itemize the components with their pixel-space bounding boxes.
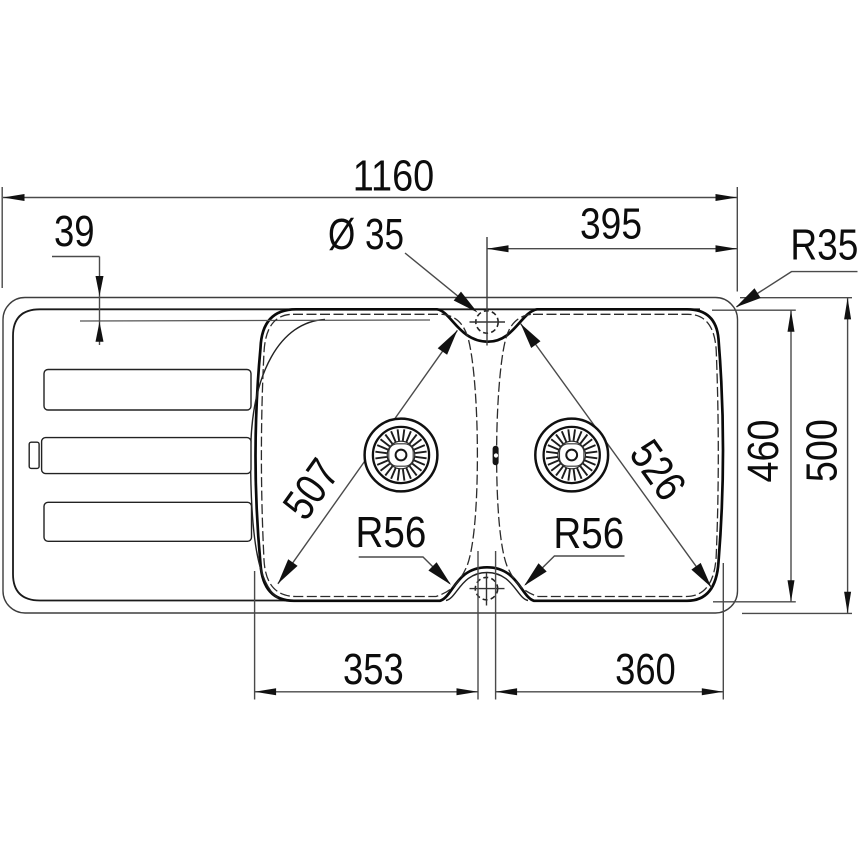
svg-text:39: 39 (54, 207, 95, 256)
svg-text:R56: R56 (356, 508, 427, 557)
svg-text:460: 460 (739, 420, 788, 483)
svg-text:1160: 1160 (353, 152, 434, 201)
svg-text:395: 395 (580, 199, 642, 248)
svg-text:500: 500 (798, 419, 847, 482)
svg-text:R56: R56 (553, 509, 624, 558)
svg-text:360: 360 (615, 645, 676, 694)
svg-text:Ø 35: Ø 35 (328, 210, 404, 259)
svg-text:353: 353 (343, 645, 404, 694)
svg-text:R35: R35 (790, 221, 858, 270)
